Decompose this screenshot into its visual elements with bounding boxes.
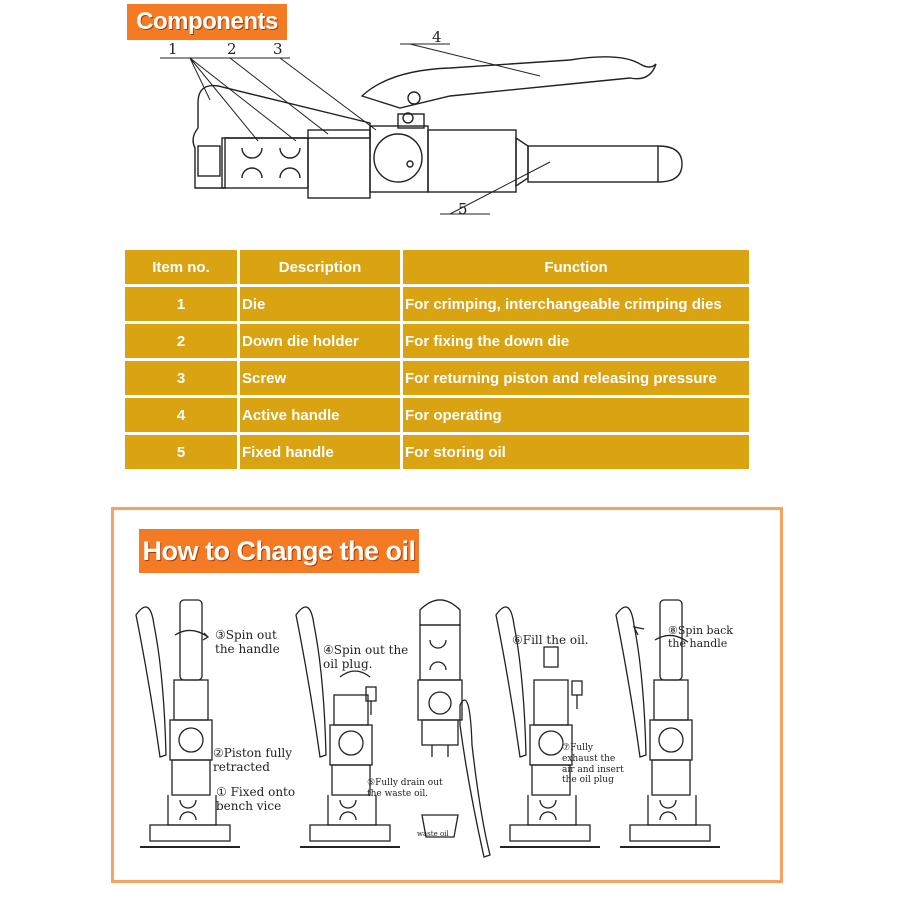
row-item-no: 5 [125,435,237,469]
step-1-label: ① Fixed onto bench vice [216,785,296,814]
cup-label: waste oil [417,830,449,838]
row-description: Fixed handle [240,435,400,469]
table-header-row: Item no. Description Function [125,250,749,284]
row-function: For returning piston and releasing press… [403,361,749,395]
row-description: Die [240,287,400,321]
callout-3: 3 [273,40,283,58]
table-row: 1 Die For crimping, interchangeable crim… [125,287,749,321]
row-item-no: 4 [125,398,237,432]
step-tool-2 [295,606,400,848]
step-6-label: ⑥Fill the oil. [512,633,589,647]
row-item-no: 1 [125,287,237,321]
row-item-no: 3 [125,361,237,395]
step-8-label: ⑧Spin back the handle [668,624,733,651]
row-function: For fixing the down die [403,324,749,358]
header-function: Function [403,250,749,284]
header-item-no: Item no. [125,250,237,284]
step-tool-3 [417,599,491,858]
row-function: For crimping, interchangeable crimping d… [403,287,749,321]
row-description: Active handle [240,398,400,432]
table-row: 3 Screw For returning piston and releasi… [125,361,749,395]
components-table: Item no. Description Function 1 Die For … [122,247,752,472]
crimping-tool-diagram [160,43,683,215]
step-tool-4 [495,606,600,848]
callout-5: 5 [458,200,468,218]
step-tool-5 [615,599,720,848]
step-3-label: ③Spin out the handle [215,628,280,657]
step-tool-1 [135,599,240,848]
oil-change-diagram [135,599,720,858]
row-description: Down die holder [240,324,400,358]
components-title: Components [127,4,287,40]
row-item-no: 2 [125,324,237,358]
step-7-label: ⑦Fully exhaust the air and insert the oi… [562,743,624,786]
table-row: 2 Down die holder For fixing the down di… [125,324,749,358]
header-description: Description [240,250,400,284]
step-4-label: ④Spin out the oil plug. [323,643,409,672]
oil-change-title: How to Change the oil [139,529,419,573]
step-5-label: ⑤Fully drain out the waste oil. [367,778,443,799]
row-function: For storing oil [403,435,749,469]
table-row: 4 Active handle For operating [125,398,749,432]
table-row: 5 Fixed handle For storing oil [125,435,749,469]
step-2-label: ②Piston fully retracted [213,746,293,775]
row-description: Screw [240,361,400,395]
callout-1: 1 [168,40,178,58]
callout-2: 2 [227,40,237,58]
row-function: For operating [403,398,749,432]
callout-4: 4 [432,28,442,46]
